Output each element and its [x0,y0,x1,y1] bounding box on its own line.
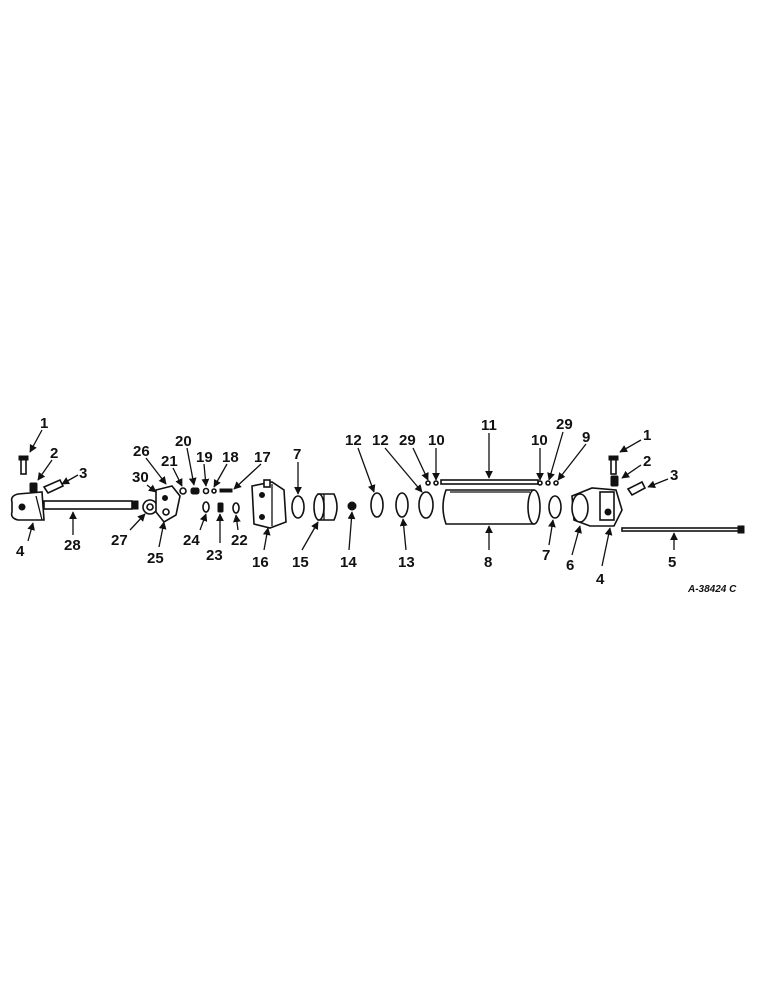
callout-10-right: 10 [531,432,548,449]
callout-21: 21 [161,453,178,470]
part-tie-rod-long [621,525,745,534]
callout-18: 18 [222,449,239,466]
callout-29-right: 29 [556,416,573,433]
callout-7-right: 7 [542,547,550,564]
callout-15: 15 [292,554,309,571]
part-piston-rings [370,491,434,519]
callout-14: 14 [340,554,357,571]
callout-13: 13 [398,554,415,571]
part-piston-rod [10,491,139,521]
part-spring-right [610,475,619,487]
callout-16: 16 [252,554,269,571]
drawing-reference-number: A-38424 C [687,584,737,595]
callout-25: 25 [147,550,164,567]
part-oring-left [291,495,305,519]
part-piston-nut [347,501,357,511]
part-pin-right [608,455,619,475]
part-oring-right [548,495,562,519]
part-clip-left [42,478,65,495]
part-piston [313,493,338,521]
callout-7-left: 7 [293,446,301,463]
callout-10-left: 10 [428,432,445,449]
callout-11: 11 [481,417,497,434]
callout-1-left: 1 [40,415,48,432]
callout-19: 19 [196,449,213,466]
part-valve-small-parts [179,487,233,495]
callout-6: 6 [566,557,574,574]
callout-3-right: 3 [670,467,678,484]
callout-3-left: 3 [79,465,87,482]
callout-28: 28 [64,537,81,554]
callout-labels: 1 2 3 4 28 26 30 27 25 20 21 19 18 17 24… [16,415,737,595]
callout-4-left: 4 [16,543,25,560]
callout-4-right: 4 [596,571,605,588]
callout-22: 22 [231,532,248,549]
part-tie-rod [440,479,539,485]
part-valve-body [155,485,181,524]
part-small-seals [425,480,559,486]
callout-1-right: 1 [643,427,651,444]
callout-17: 17 [254,449,271,466]
callout-2-right: 2 [643,453,651,470]
callout-arrows [27,429,678,567]
callout-5: 5 [668,554,676,571]
part-cylinder-barrel [442,489,541,525]
callout-30: 30 [132,469,149,486]
part-valve-rings [202,501,240,514]
callout-26: 26 [133,443,150,460]
part-pin-left [18,455,29,475]
callout-2-left: 2 [50,445,58,462]
callout-8: 8 [484,554,492,571]
callout-29-left: 29 [399,432,416,449]
callout-27: 27 [111,532,128,549]
callout-23: 23 [206,547,223,564]
part-nut [142,499,158,515]
callout-12-b: 12 [372,432,389,449]
part-rod-end-cap [571,487,623,527]
callout-20: 20 [175,433,192,450]
part-spring-left [29,482,38,493]
part-base-end-cap [251,479,287,529]
part-clip-right [626,480,647,497]
callout-24: 24 [183,532,200,549]
callout-12-a: 12 [345,432,362,449]
callout-9: 9 [582,429,590,446]
